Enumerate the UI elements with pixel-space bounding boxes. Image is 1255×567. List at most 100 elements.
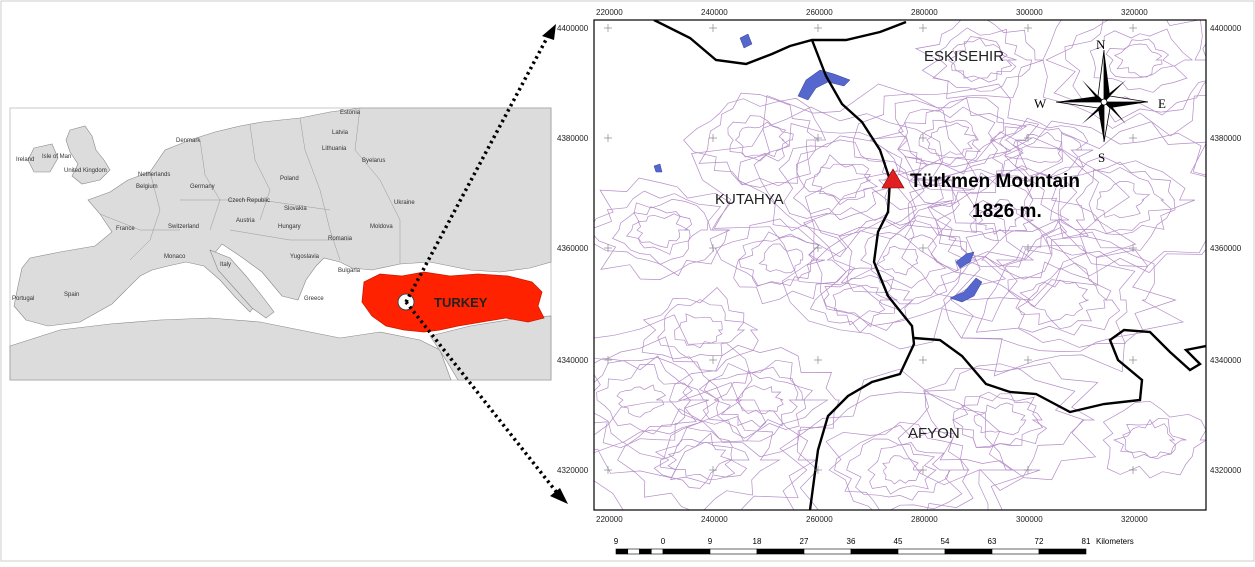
lake-top (739, 33, 753, 49)
x-tick-top-240000: 240000 (701, 8, 728, 17)
topographic-map: 220000 240000 260000 280000 300000 32000… (557, 8, 1242, 524)
leader-line-bottom (404, 300, 560, 496)
scale-segment (615, 548, 629, 555)
contour-line (1003, 120, 1206, 277)
label-france: France (116, 226, 135, 232)
scale-segment (897, 548, 946, 555)
scale-segment (803, 548, 852, 555)
label-monaco: Monaco (164, 254, 186, 260)
x-tick-bottom-280000: 280000 (911, 515, 938, 524)
lake-north (797, 69, 851, 101)
contour-line (594, 190, 728, 277)
contour-line (758, 243, 804, 274)
contour-line (781, 170, 1035, 350)
compass-e: E (1158, 96, 1166, 111)
contour-line (1013, 131, 1063, 164)
contour-line (936, 172, 1070, 267)
contour-line (667, 442, 733, 480)
label-czech-republic: Czech Republic (228, 198, 270, 204)
contour-line (594, 314, 767, 479)
scale-segment (709, 548, 758, 555)
contour-line (1105, 38, 1175, 79)
europe-mainland (13, 107, 552, 327)
x-tick-bottom-220000: 220000 (596, 515, 623, 524)
contour-line (950, 218, 1185, 377)
contour-line (1045, 20, 1206, 123)
compass-n: N (1096, 37, 1106, 52)
contour-line (727, 115, 794, 162)
contour-line (897, 362, 1099, 491)
contour-lines (594, 20, 1206, 510)
scale-tick-label: 72 (1035, 537, 1044, 546)
scale-tick-label: 81 (1082, 537, 1091, 546)
contour-line (952, 391, 1048, 448)
contour-line (901, 137, 1137, 301)
scale-bar-segments (615, 548, 1087, 555)
x-tick-top-300000: 300000 (1016, 8, 1043, 17)
contour-line (653, 427, 750, 489)
contour-line (1114, 43, 1163, 78)
peak-elevation: 1826 m. (972, 201, 1042, 222)
contour-line (926, 122, 978, 157)
contour-line (897, 106, 996, 175)
contour-line (674, 313, 723, 349)
contour-line (838, 215, 967, 305)
label-romania: Romania (328, 236, 353, 242)
contour-line (753, 123, 952, 236)
label-portugal: Portugal (12, 296, 34, 302)
scale-segment (850, 548, 899, 555)
label-poland: Poland (280, 176, 299, 182)
contour-line (735, 231, 820, 287)
lake-east-2 (949, 277, 983, 303)
boundary-main (808, 39, 916, 510)
y-tick-right-4360000: 4360000 (1210, 244, 1242, 253)
contour-line (825, 421, 974, 510)
contour-line (927, 165, 1089, 280)
y-axis-right: 4400000 4380000 4360000 4340000 4320000 (1210, 24, 1242, 475)
contour-line (594, 355, 710, 449)
contour-line (657, 299, 746, 359)
contour-line (876, 245, 919, 276)
turkey-highlight (361, 271, 545, 333)
label-hungary: Hungary (278, 224, 301, 230)
contour-line (669, 344, 840, 458)
label-austria: Austria (236, 218, 255, 224)
x-tick-bottom-300000: 300000 (1016, 515, 1043, 524)
y-axis-left: 4400000 4380000 4360000 4340000 4320000 (557, 24, 589, 475)
middle-east (429, 315, 552, 381)
contour-line (1007, 261, 1121, 336)
label-moldova: Moldova (370, 224, 393, 230)
scale-tick-label: 27 (800, 537, 809, 546)
y-tick-right-4380000: 4380000 (1210, 134, 1242, 143)
contour-line (990, 117, 1094, 182)
contour-line (828, 217, 977, 311)
contour-line (734, 121, 790, 158)
label-latvia: Latvia (332, 130, 349, 136)
contour-line (1113, 417, 1187, 460)
contour-line (832, 284, 891, 318)
contour-line (943, 227, 1177, 352)
boundary-southeast (913, 328, 1206, 414)
contour-line (947, 36, 1017, 83)
contour-line (702, 366, 807, 439)
contour-line (636, 213, 690, 249)
scale-tick-label: 36 (847, 537, 856, 546)
contour-line (918, 119, 981, 166)
contour-line (698, 359, 829, 442)
scale-tick-label: 54 (941, 537, 950, 546)
contour-line (1064, 20, 1206, 116)
label-germany: Germany (190, 184, 215, 190)
y-tick-left-4320000: 4320000 (557, 466, 589, 475)
x-tick-top-320000: 320000 (1121, 8, 1148, 17)
contour-line (853, 83, 1040, 207)
label-netherlands: Netherlands (138, 172, 170, 178)
contour-line (1026, 279, 1089, 321)
contour-line (594, 336, 743, 460)
contour-line (779, 368, 1041, 510)
label-isle-of-man: Isle of Man (42, 154, 71, 160)
north-africa (9, 317, 452, 381)
x-axis-bottom: 220000 240000 260000 280000 300000 32000… (596, 515, 1148, 524)
label-spain: Spain (64, 292, 79, 298)
province-boundaries (653, 20, 1206, 510)
